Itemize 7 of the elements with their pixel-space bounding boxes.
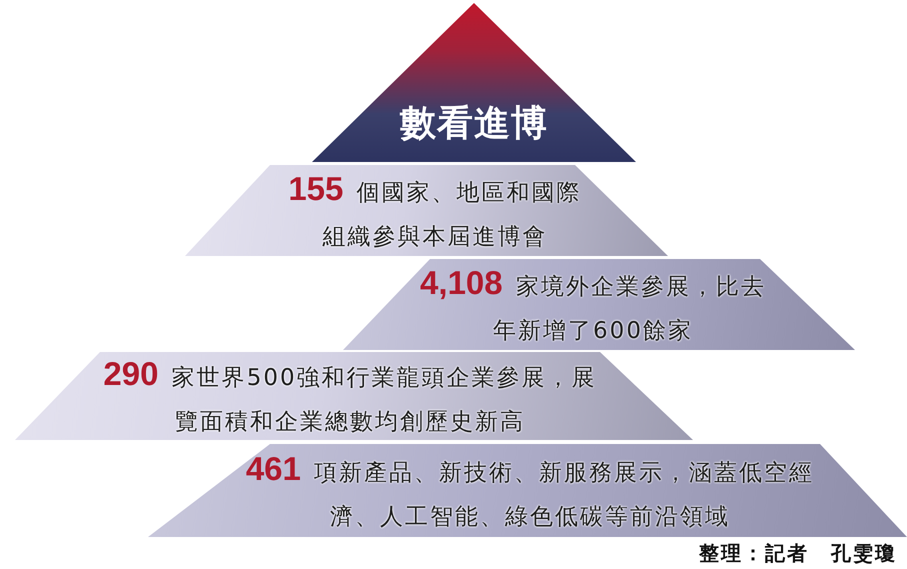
tier-statistic-text: 290 家世界500強和行業龍頭企業參展，展覽面積和企業總數均創歷史新高: [102, 354, 598, 437]
tier-statistic-text: 461 項新產品、新技術、新服務展示，涵蓋低空經濟、人工智能、綠色低碳等前沿領域: [244, 449, 816, 532]
pyramid-tier: [148, 444, 907, 537]
pyramid-title: 數看進博: [398, 102, 549, 146]
credit-note: 整理：記者 孔雯瓊: [699, 540, 897, 567]
tier-statistic-text: 4,108 家境外企業參展，比去年新增了600餘家: [419, 263, 767, 346]
tier-statistic-text: 155 個國家、地區和國際組織參與本屆進博會: [287, 169, 583, 252]
